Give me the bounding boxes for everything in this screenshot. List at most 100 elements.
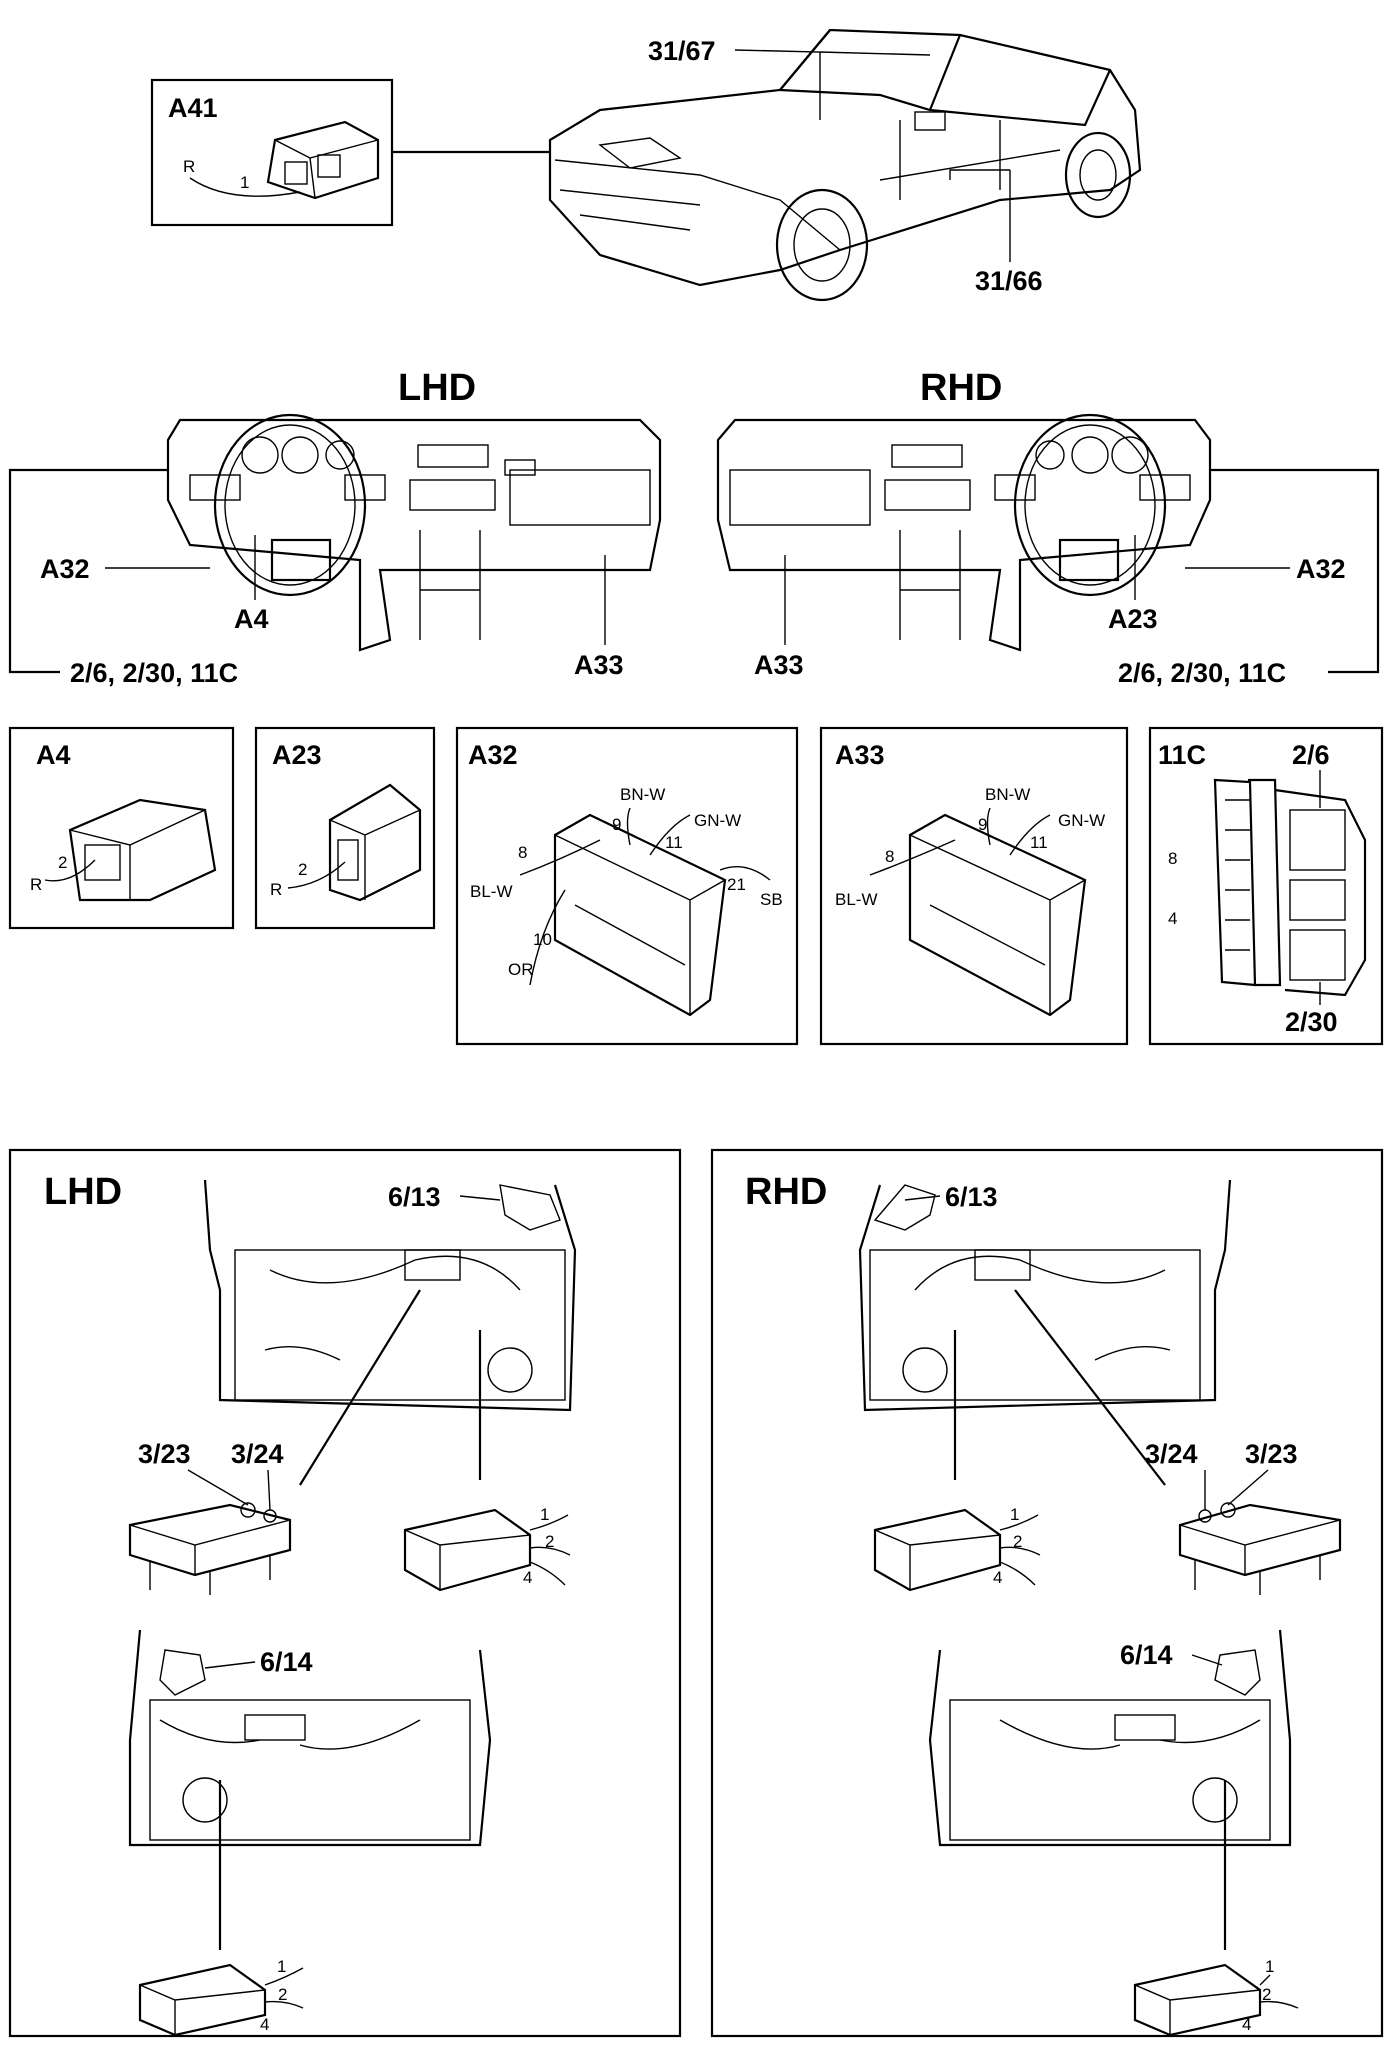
a41-connector: [189, 120, 380, 200]
lhd-front-plug: [403, 1508, 571, 1592]
rhd-fp-4: 4: [993, 1568, 1002, 1587]
a4-wire: R: [30, 875, 42, 894]
lhd-door-panel: LHD 6/13 3/23 3/24 1 2 4: [8, 1148, 682, 2038]
rhd-front-door: [858, 1179, 1232, 1412]
a32-or: OR: [508, 960, 534, 979]
c11-connector: [1213, 770, 1367, 1005]
rhd-fp-1: 1: [1010, 1505, 1019, 1524]
a33-title: A33: [835, 740, 885, 770]
rhd-sw-a: 3/24: [1145, 1439, 1198, 1469]
a33-p8: 8: [885, 847, 894, 866]
a32-title: A32: [468, 740, 518, 770]
a4-connector: [68, 798, 217, 902]
a41-title: A41: [168, 93, 218, 123]
lhd-sw-b: 3/24: [231, 1439, 284, 1469]
a32-bn-w: BN-W: [620, 785, 665, 804]
a33-bn-w: BN-W: [985, 785, 1030, 804]
car-illustration: [548, 28, 1142, 302]
lhd-mirror-front: 6/13: [388, 1182, 441, 1212]
a32-connector: [553, 813, 727, 1017]
a33-p11: 11: [1030, 833, 1048, 852]
dash-lhd-title: LHD: [398, 367, 476, 409]
rhd-mirror-front: 6/13: [945, 1182, 998, 1212]
rhd-mirror-rear: 6/14: [1120, 1640, 1173, 1670]
c11-ref-26: 2/6: [1292, 740, 1330, 770]
lhd-mirror-rear: 6/14: [260, 1647, 313, 1677]
a32-gn-w: GN-W: [694, 811, 741, 830]
a33-p9: 9: [978, 815, 987, 834]
a41-pin-1: 1: [240, 173, 249, 192]
rhd-rp-2: 2: [1262, 1985, 1271, 2004]
dash-lhd-a32: A32: [40, 554, 90, 584]
dash-rhd-a33: A33: [754, 650, 804, 680]
a23-wire: R: [270, 880, 282, 899]
rhd-rp-4: 4: [1242, 2015, 1251, 2034]
a4-pin: 2: [58, 853, 67, 872]
lhd-fp-1: 1: [540, 1505, 549, 1524]
a4-box: [8, 726, 235, 930]
dash-section: LHD RHD: [8, 367, 1380, 688]
rhd-door-title: RHD: [745, 1171, 827, 1213]
rhd-dashboard: [716, 413, 1212, 652]
c11-title: 11C: [1158, 740, 1206, 770]
dash-rhd-refs: 2/6, 2/30, 11C: [1118, 658, 1286, 688]
car-section: A41 R 1 31/67 31/66: [150, 28, 1142, 302]
rhd-rp-1: 1: [1265, 1957, 1274, 1976]
dash-rhd-title: RHD: [920, 367, 1002, 409]
dash-rhd-a23: A23: [1108, 604, 1158, 634]
a33-bl-w: BL-W: [835, 890, 878, 909]
dash-lhd-a33: A33: [574, 650, 624, 680]
lhd-switch-block: [128, 1502, 292, 1595]
dash-lhd-a4: A4: [234, 604, 269, 634]
a32-p11: 11: [665, 833, 683, 852]
ref-31-66-leader: [949, 169, 1011, 262]
connector-section: A4 R 2 A23 R 2 A32 BN-W GN-W BL-W OR: [8, 726, 1384, 1046]
a32-sb: SB: [760, 890, 783, 909]
a23-connector: [328, 783, 422, 902]
c11-ref-230: 2/30: [1285, 1007, 1338, 1037]
lhd-rp-1: 1: [277, 1957, 286, 1976]
a23-pin: 2: [298, 860, 307, 879]
a32-p21: 21: [727, 875, 746, 894]
lhd-dashboard: [166, 413, 662, 652]
a32-bl-w: BL-W: [470, 882, 513, 901]
rhd-switch-block: [1178, 1502, 1342, 1595]
a32-p9: 9: [612, 815, 621, 834]
c11-p4: 4: [1168, 909, 1177, 928]
a41-wire-r: R: [183, 157, 195, 176]
lhd-bracket: [8, 468, 168, 674]
a33-box: [819, 726, 1129, 1046]
lhd-door-box: [8, 1148, 682, 2038]
a4-title: A4: [36, 740, 71, 770]
a23-title: A23: [272, 740, 322, 770]
rhd-door-box: [710, 1148, 1384, 2038]
rhd-front-plug: [873, 1508, 1041, 1592]
c11-p8: 8: [1168, 849, 1177, 868]
ref-31-67: 31/67: [648, 36, 716, 66]
lhd-rp-4: 4: [260, 2015, 269, 2034]
lhd-rp-2: 2: [278, 1985, 287, 2004]
ref-31-66: 31/66: [975, 266, 1043, 296]
a23-box: [254, 726, 436, 930]
rhd-bracket: [1210, 468, 1380, 674]
a32-p10: 10: [533, 930, 552, 949]
dash-lhd-refs: 2/6, 2/30, 11C: [70, 658, 238, 688]
rhd-rear-plug: [1133, 1963, 1299, 2037]
a32-box: [455, 726, 799, 1046]
a32-p8: 8: [518, 843, 527, 862]
rhd-sw-b: 3/23: [1245, 1439, 1298, 1469]
lhd-fp-2: 2: [545, 1532, 554, 1551]
lhd-rear-door: [128, 1629, 492, 1847]
a33-gn-w: GN-W: [1058, 811, 1105, 830]
rhd-rear-door: [928, 1629, 1292, 1847]
ref-31-67-leader: [734, 49, 931, 120]
c11-box: [1148, 726, 1384, 1046]
lhd-rear-plug: [138, 1963, 304, 2037]
lhd-door-title: LHD: [44, 1171, 122, 1213]
lhd-fp-4: 4: [523, 1568, 532, 1587]
a33-connector: [908, 813, 1087, 1017]
dash-rhd-a32: A32: [1296, 554, 1346, 584]
rhd-fp-2: 2: [1013, 1532, 1022, 1551]
lhd-front-door: [203, 1179, 577, 1412]
